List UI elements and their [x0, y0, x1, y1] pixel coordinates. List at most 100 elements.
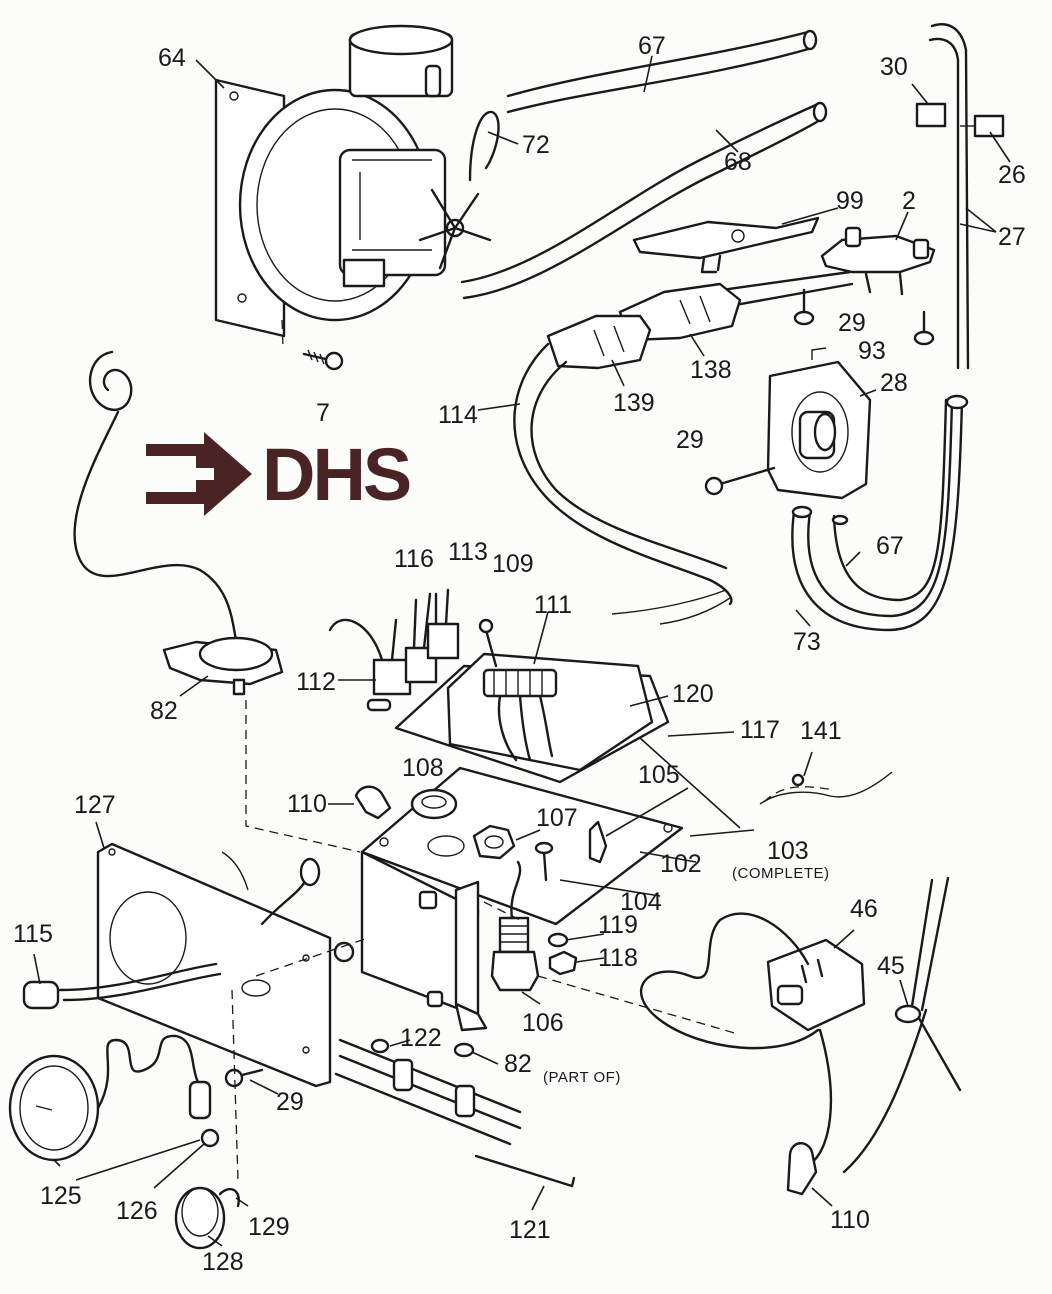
- assembly-line: [245, 700, 361, 853]
- dhs-logo-arrow: [146, 432, 252, 516]
- tube-67-upper-b: [506, 46, 814, 114]
- callout-112: 112: [296, 668, 336, 696]
- callout-106: 106: [522, 1009, 564, 1037]
- clamp-26: [973, 114, 1005, 138]
- callout-29: 29: [676, 426, 704, 454]
- callout-7: 7: [316, 399, 330, 427]
- nut-118: [548, 950, 578, 976]
- callout-67: 67: [876, 532, 904, 560]
- thermostat-46: [639, 876, 962, 1196]
- clip-30: [915, 102, 947, 128]
- callout-68: 68: [724, 148, 752, 176]
- callout-103-complete: (COMPLETE): [732, 865, 830, 882]
- callout-82: 82: [150, 697, 178, 725]
- callout-67: 67: [638, 32, 666, 60]
- callout-118: 118: [598, 944, 638, 972]
- callout-82: 82: [504, 1050, 532, 1078]
- screw-29-bracket: [793, 288, 815, 326]
- grommet-108: [410, 788, 458, 820]
- screw-head: [324, 351, 344, 371]
- clip-110-lower: [786, 1142, 818, 1196]
- connector-112: [372, 658, 412, 696]
- callout-127: 127: [74, 791, 116, 819]
- callout-120: 120: [672, 680, 714, 708]
- callout-82-part-of: (PART OF): [543, 1069, 621, 1086]
- nut-107: [472, 824, 516, 860]
- tube-73-b: [807, 398, 954, 618]
- callout-30: 30: [880, 53, 908, 81]
- washer-126: [200, 1128, 220, 1148]
- chain-141: [759, 771, 893, 805]
- sensor-probe: [910, 878, 962, 1092]
- callout-99: 99: [836, 187, 864, 215]
- clip-45: [894, 1004, 922, 1024]
- callout-141: 141: [800, 717, 842, 745]
- callout-108: 108: [402, 754, 444, 782]
- callout-2: 2: [902, 187, 916, 215]
- tube-73-a: [791, 398, 964, 632]
- callout-107: 107: [536, 804, 578, 832]
- nut-82-part: [453, 1042, 475, 1058]
- sensor-rod-assembly: [915, 23, 1005, 370]
- callout-72: 72: [522, 131, 550, 159]
- callout-102: 102: [660, 850, 702, 878]
- callout-93: 93: [858, 337, 886, 365]
- callout-29: 29: [276, 1088, 304, 1116]
- callout-115: 115: [13, 920, 53, 948]
- capillary-line: [73, 410, 238, 642]
- gauge-125: [8, 1034, 220, 1162]
- sensor-wire-loop: [468, 110, 500, 182]
- callout-103: 103: [767, 837, 809, 865]
- callout-46: 46: [850, 895, 878, 923]
- clip-129: [218, 1187, 240, 1208]
- screw-93: [913, 310, 935, 346]
- callout-129: 129: [248, 1213, 290, 1241]
- clip-105: [588, 820, 608, 864]
- callout-113: 113: [448, 538, 488, 566]
- capillary-coil: [89, 350, 133, 411]
- dhs-logo-text: DHS: [262, 433, 412, 516]
- bracket-99: [632, 216, 820, 260]
- callout-111: 111: [534, 591, 573, 619]
- rails: [334, 1038, 522, 1146]
- rod-27-a: [930, 23, 970, 370]
- callout-117: 117: [740, 716, 780, 744]
- callout-29: 29: [838, 309, 866, 337]
- callout-138: 138: [690, 356, 732, 384]
- clip-110-upper: [354, 785, 392, 820]
- o-ring: [427, 835, 465, 857]
- rod-121: [474, 1154, 576, 1188]
- callout-139: 139: [613, 389, 655, 417]
- callout-116: 116: [394, 545, 434, 573]
- fuse-holder-109: [484, 628, 498, 668]
- motor-terminal-block: [342, 258, 386, 288]
- callout-110: 110: [830, 1206, 870, 1234]
- callout-45: 45: [877, 952, 905, 980]
- callout-125: 125: [40, 1182, 82, 1210]
- thermostat-capillary: [639, 912, 820, 1050]
- gauge-capillary: [96, 1034, 200, 1110]
- ht-lead-114-b: [530, 360, 728, 570]
- callout-leaders: [33, 55, 1011, 1247]
- terminal-block-111: [482, 668, 558, 698]
- blower-assembly: [214, 24, 500, 338]
- callout-109: 109: [492, 550, 534, 578]
- screw-29-switch: [704, 466, 776, 496]
- washer-119: [547, 932, 569, 948]
- callout-73: 73: [793, 628, 821, 656]
- pressure-sender-82: [73, 350, 284, 696]
- thermostat-body: [766, 938, 866, 1032]
- cooling-fan-blades: [418, 188, 492, 270]
- connector-113: [426, 622, 460, 660]
- callout-26: 26: [998, 161, 1026, 189]
- sensor-fitting-106: [498, 916, 530, 954]
- callout-121: 121: [509, 1216, 551, 1244]
- rod-27-b: [928, 37, 960, 370]
- callout-64: 64: [158, 44, 186, 72]
- callout-27: 27: [998, 223, 1026, 251]
- bush-122: [370, 1038, 390, 1054]
- tube-68-b: [462, 118, 822, 300]
- fuse: [366, 698, 392, 712]
- screw-7-drawing: [281, 319, 344, 371]
